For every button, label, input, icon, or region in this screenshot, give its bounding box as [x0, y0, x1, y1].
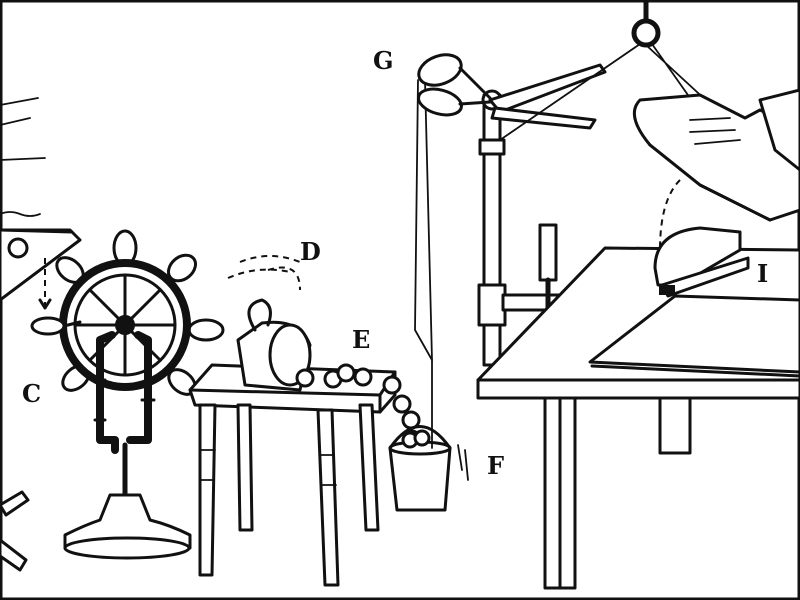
label-i: I — [757, 259, 769, 288]
clamp-stand — [477, 89, 562, 367]
ship-wheel — [30, 229, 225, 560]
rope — [424, 79, 433, 449]
ball-on-shelf — [7, 237, 29, 259]
label-f: F — [487, 451, 505, 480]
bucket — [388, 425, 469, 512]
teacup — [227, 255, 315, 392]
paper-stack — [588, 294, 800, 378]
left-shelf — [0, 97, 82, 310]
boot — [632, 88, 800, 222]
stapler — [653, 226, 750, 298]
stool — [188, 363, 397, 587]
label-e: E — [352, 325, 371, 354]
scissors — [417, 53, 607, 130]
stick — [0, 490, 30, 572]
label-g: G — [373, 46, 394, 75]
label-c: C — [22, 379, 42, 408]
boot-drop-path — [659, 179, 681, 251]
label-d: D — [300, 237, 321, 266]
rope-2 — [414, 79, 433, 361]
